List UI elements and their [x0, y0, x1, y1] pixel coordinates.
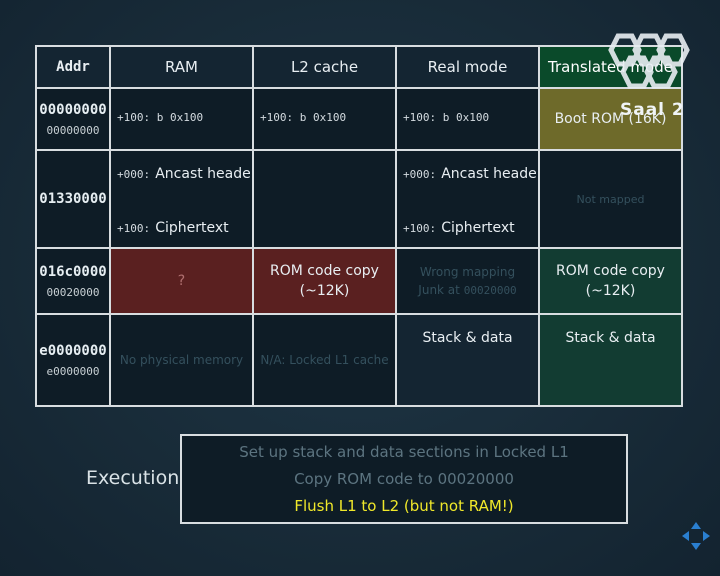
- hexagon-logo-icon: [608, 33, 690, 89]
- stack-data-label: Stack & data: [422, 330, 513, 346]
- translated-cell: Stack & data: [538, 313, 683, 407]
- table-row: e0000000 e0000000 No physical memory N/A…: [35, 313, 683, 407]
- table-row: 01330000 +000: Ancast header +100: Ciphe…: [35, 149, 683, 249]
- real-mode-cell: +100: b 0x100: [395, 87, 540, 151]
- addr-cell: 00000000 00000000: [35, 87, 111, 151]
- logo-text: Saal 2: [620, 100, 685, 120]
- addr-sub-value: 00000000: [46, 123, 100, 137]
- execution-step-highlight: Flush L1 to L2 (but not RAM!): [294, 496, 514, 515]
- rom-copy-size: (~12K): [585, 283, 636, 299]
- real-mode-cell: +000: Ancast header +100: Ciphertext: [395, 149, 540, 249]
- stack-data-label: Stack & data: [565, 330, 656, 346]
- addr-value: e0000000: [39, 342, 107, 359]
- offset-label: +100:: [403, 111, 437, 124]
- rom-copy-size: (~12K): [299, 283, 350, 299]
- junk-at-label: Junk at: [418, 283, 460, 297]
- header-real-mode: Real mode: [395, 45, 540, 89]
- translated-cell: Not mapped: [538, 149, 683, 249]
- header-addr: Addr: [35, 45, 111, 89]
- ancast-header-text: Ancast header: [441, 166, 539, 182]
- instruction-text: b 0x100: [299, 111, 347, 124]
- addr-value: 016c0000: [39, 263, 107, 280]
- rom-copy-label: ROM code copy: [270, 263, 379, 279]
- execution-step: Set up stack and data sections in Locked…: [239, 442, 569, 461]
- header-row: Addr RAM L2 cache Real mode Translated m…: [35, 45, 683, 89]
- addr-value: 01330000: [39, 191, 107, 207]
- table-row: 016c0000 00020000 ? ROM code copy (~12K)…: [35, 247, 683, 315]
- ram-cell: +000: Ancast header +100: Ciphertext: [109, 149, 254, 249]
- ciphertext-text: Ciphertext: [441, 220, 515, 236]
- channel-logo: Saal 2: [600, 28, 690, 128]
- offset-label: +100:: [403, 222, 437, 235]
- translated-cell: ROM code copy (~12K): [538, 247, 683, 315]
- execution-label: Execution:: [86, 467, 186, 489]
- offset-label: +100:: [117, 222, 151, 235]
- l2-cell: [252, 149, 397, 249]
- l2-cell: ROM code copy (~12K): [252, 247, 397, 315]
- translated-cell: Boot ROM (16K): [538, 87, 683, 151]
- addr-sub-value: 00020000: [46, 285, 100, 299]
- boot-rom-label: Boot ROM (16K): [554, 111, 667, 127]
- addr-cell: e0000000 e0000000: [35, 313, 111, 407]
- table-row: 00000000 00000000 +100: b 0x100 +100: b …: [35, 87, 683, 151]
- memory-map-table: Addr RAM L2 cache Real mode Translated m…: [35, 45, 683, 407]
- header-l2-cache: L2 cache: [252, 45, 397, 89]
- instruction-text: b 0x100: [442, 111, 490, 124]
- addr-sub-value: e0000000: [46, 364, 100, 378]
- unknown-marker: ?: [177, 273, 186, 289]
- instruction-text: b 0x100: [156, 111, 204, 124]
- no-physical-memory-label: No physical memory: [119, 353, 244, 367]
- junk-address: 00020000: [463, 284, 517, 297]
- ram-cell: No physical memory: [109, 313, 254, 407]
- offset-label: +100:: [117, 111, 151, 124]
- ram-cell: +100: b 0x100: [109, 87, 254, 151]
- l2-cell: +100: b 0x100: [252, 87, 397, 151]
- ram-cell: ?: [109, 247, 254, 315]
- offset-label: +000:: [117, 168, 151, 181]
- execution-step: Copy ROM code to 00020000: [294, 469, 514, 488]
- execution-box: Set up stack and data sections in Locked…: [180, 434, 628, 524]
- addr-cell: 016c0000 00020000: [35, 247, 111, 315]
- not-mapped-label: Not mapped: [576, 192, 645, 206]
- ancast-header-text: Ancast header: [155, 166, 253, 182]
- offset-label: +000:: [403, 168, 437, 181]
- locked-l1-label: N/A: Locked L1 cache: [260, 353, 389, 367]
- addr-cell: 01330000: [35, 149, 111, 249]
- real-mode-cell: Wrong mapping Junk at 00020000: [395, 247, 540, 315]
- l2-cell: N/A: Locked L1 cache: [252, 313, 397, 407]
- addr-value: 00000000: [39, 101, 107, 118]
- real-mode-cell: Stack & data: [395, 313, 540, 407]
- ciphertext-text: Ciphertext: [155, 220, 229, 236]
- offset-label: +100:: [260, 111, 294, 124]
- wrong-mapping-label: Wrong mapping: [419, 265, 516, 279]
- header-ram: RAM: [109, 45, 254, 89]
- rom-copy-label: ROM code copy: [556, 263, 665, 279]
- navigation-arrows-icon[interactable]: [680, 520, 712, 552]
